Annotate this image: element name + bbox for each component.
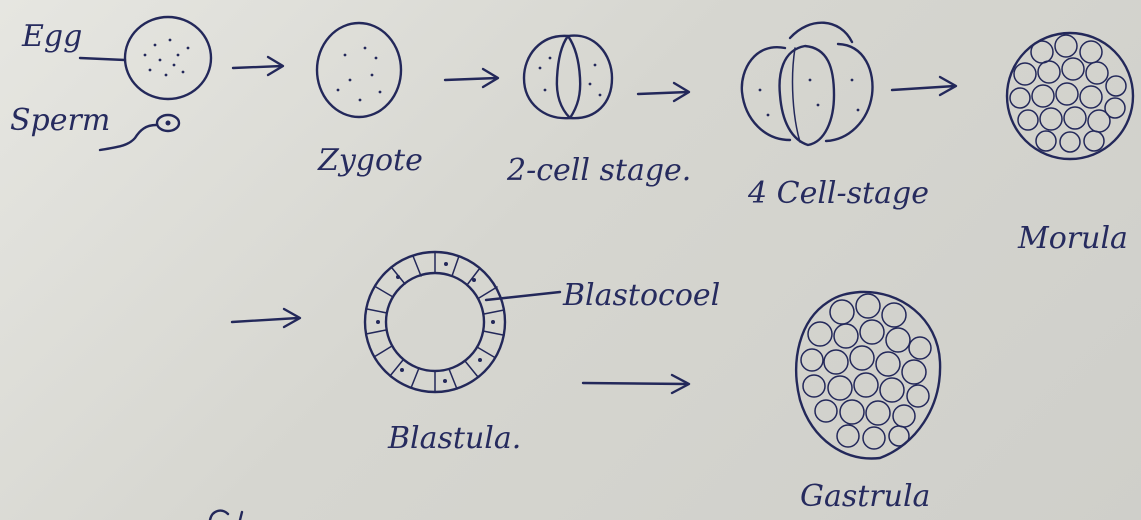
arrow-egg-to-zygote	[233, 57, 283, 75]
cut-off-scribble	[210, 511, 242, 520]
blastula	[365, 252, 505, 392]
gastrula-label: Gastrula	[800, 479, 930, 514]
morula	[1007, 33, 1133, 159]
blastula-nuclei	[376, 262, 495, 383]
arrow-morula-to-blastula	[232, 309, 300, 327]
gastrula	[796, 292, 940, 459]
egg-label: Egg	[21, 19, 82, 54]
egg-cytoplasm-dots	[144, 39, 190, 77]
four-cell-dots	[759, 79, 860, 117]
blastocoel-label: Blastocoel	[562, 278, 720, 313]
arrow-2cell-to-4cell	[638, 83, 689, 101]
four-cell-label: 4 Cell-stage	[747, 176, 929, 211]
egg-pointer-line	[80, 58, 125, 60]
sperm-cell	[100, 115, 179, 150]
blastocoel-pointer-line	[486, 292, 560, 300]
zygote-label: Zygote	[317, 143, 423, 178]
two-cell-dots	[539, 57, 602, 97]
arrow-blastula-to-gastrula	[583, 375, 689, 393]
zygote-cell	[317, 23, 401, 117]
blastula-label: Blastula.	[387, 421, 521, 456]
two-cell-embryo	[524, 36, 612, 119]
two-cell-label: 2-cell stage.	[506, 153, 691, 188]
arrow-zygote-to-2cell	[445, 69, 498, 87]
zygote-dots	[337, 47, 382, 102]
egg-cell	[125, 17, 211, 99]
gastrula-cells	[801, 294, 931, 449]
sperm-label: Sperm	[10, 103, 110, 138]
arrow-4cell-to-morula	[892, 77, 956, 95]
morula-label: Morula	[1017, 221, 1128, 256]
morula-cells	[1010, 35, 1126, 152]
four-cell-embryo	[742, 23, 873, 145]
